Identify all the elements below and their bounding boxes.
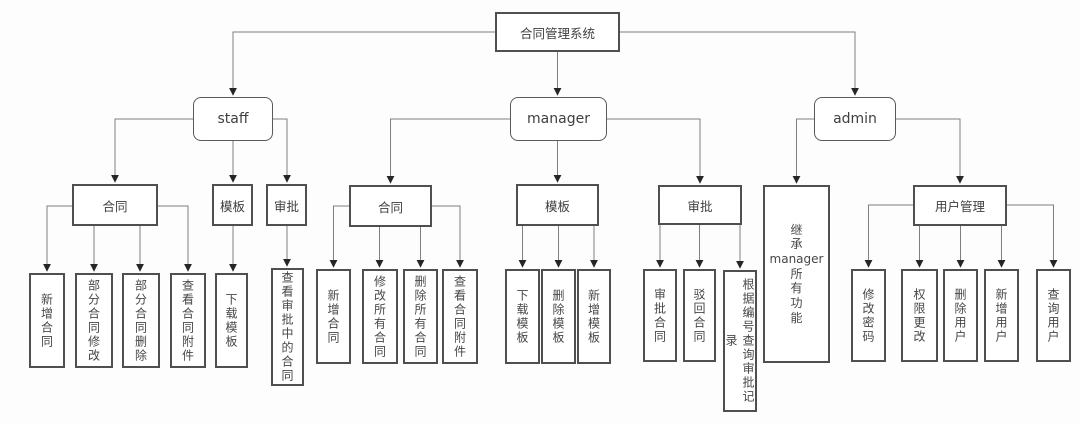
leaf-label: 部分合同修改 xyxy=(86,278,101,363)
node-manager-contract-group: 合同 xyxy=(349,185,432,227)
edge-root-admin xyxy=(620,31,859,96)
node-manager-view-attachment: 查看合同附件 xyxy=(442,269,478,364)
node-admin-add-user: 新增用户 xyxy=(984,269,1019,362)
node-manager-edit-all: 修改所有合同 xyxy=(362,269,398,364)
node-manager-template-group: 模板 xyxy=(516,184,599,226)
edge-root-staff xyxy=(229,31,495,96)
edge-admin-change-password xyxy=(864,204,913,268)
leaf-label: 查询用户 xyxy=(1046,287,1060,344)
node-admin-inherit-note: 继 承 manager 所 有 功 能 xyxy=(763,185,830,363)
node-role-admin: admin xyxy=(814,97,896,141)
node-admin-delete-user: 删除用户 xyxy=(943,269,978,362)
leaf-label: 修改密码 xyxy=(861,287,875,344)
leaf-label: 查看合同附件 xyxy=(452,274,467,359)
edge-manager-contract xyxy=(386,118,510,184)
node-role-staff: staff xyxy=(193,97,273,141)
leaf-label: 查看审批中的合同 xyxy=(280,271,294,383)
node-staff-view-attachment: 查看合同附件 xyxy=(170,273,206,368)
node-staff-approval-group: 审批 xyxy=(266,184,307,226)
leaf-label: 删除所有合同 xyxy=(413,274,427,359)
node-staff-download-template: 下载模板 xyxy=(215,273,248,368)
edge-admin-users xyxy=(896,118,964,184)
edge-staff-contract xyxy=(111,118,193,183)
node-manager-delete-template: 删除模板 xyxy=(541,269,576,364)
node-admin-change-permission: 权限更改 xyxy=(901,269,938,362)
edge-manager-add-contract xyxy=(329,205,349,268)
node-staff-contract-group: 合同 xyxy=(72,184,158,226)
node-staff-view-pending: 查看审批中的合同 xyxy=(271,268,304,386)
edge-staff-add-contract xyxy=(43,205,72,272)
edge-admin-query-user xyxy=(1007,204,1058,268)
node-manager-reject-contract: 驳回合同 xyxy=(683,269,716,362)
node-staff-partial-delete: 部分合同删除 xyxy=(122,273,160,368)
leaf-label: 审批合同 xyxy=(652,287,667,344)
node-staff-partial-edit: 部分合同修改 xyxy=(75,273,113,368)
leaf-label: 下载模板 xyxy=(515,288,529,345)
leaf-label: 驳回合同 xyxy=(692,287,706,344)
leaf-label: 删除用户 xyxy=(953,287,967,344)
node-staff-add-contract: 新增合同 xyxy=(29,273,65,368)
node-manager-approval-group: 审批 xyxy=(658,185,742,225)
edge-staff-view-attachment xyxy=(158,205,192,272)
edge-admin-inherit xyxy=(792,118,814,184)
edge-staff-approval xyxy=(273,118,291,183)
node-manager-delete-all: 删除所有合同 xyxy=(403,269,438,364)
leaf-label: 下载模板 xyxy=(224,292,238,349)
leaf-label: 查看合同附件 xyxy=(180,278,195,363)
node-admin-query-user: 查询用户 xyxy=(1036,269,1071,362)
leaf-label: 权限更改 xyxy=(912,287,926,344)
edge-manager-view-attachment xyxy=(432,205,464,268)
node-staff-template-group: 模板 xyxy=(212,184,253,226)
node-manager-add-contract: 新增合同 xyxy=(316,269,351,364)
node-root-system: 合同管理系统 xyxy=(495,12,620,52)
node-admin-change-password: 修改密码 xyxy=(851,269,886,362)
leaf-label: 新增模板 xyxy=(586,288,601,345)
node-manager-query-approval: 根据编号查询审批记录 xyxy=(723,270,757,412)
leaf-label: 部分合同删除 xyxy=(133,278,148,363)
node-admin-users-group: 用户管理 xyxy=(913,185,1007,226)
node-role-manager: manager xyxy=(510,97,607,141)
leaf-label: 删除模板 xyxy=(551,288,565,345)
leaf-label: 修改所有合同 xyxy=(372,274,387,359)
node-manager-add-template: 新增模板 xyxy=(577,269,611,364)
node-manager-approve-contract: 审批合同 xyxy=(643,269,677,362)
leaf-label: 新增用户 xyxy=(994,287,1008,344)
node-manager-download-template: 下载模板 xyxy=(505,269,540,364)
leaf-label: 根据编号查询审批记录 xyxy=(724,278,755,404)
leaf-label: 新增合同 xyxy=(326,288,340,345)
leaf-label: 新增合同 xyxy=(39,292,54,349)
edge-manager-approval xyxy=(607,118,704,184)
